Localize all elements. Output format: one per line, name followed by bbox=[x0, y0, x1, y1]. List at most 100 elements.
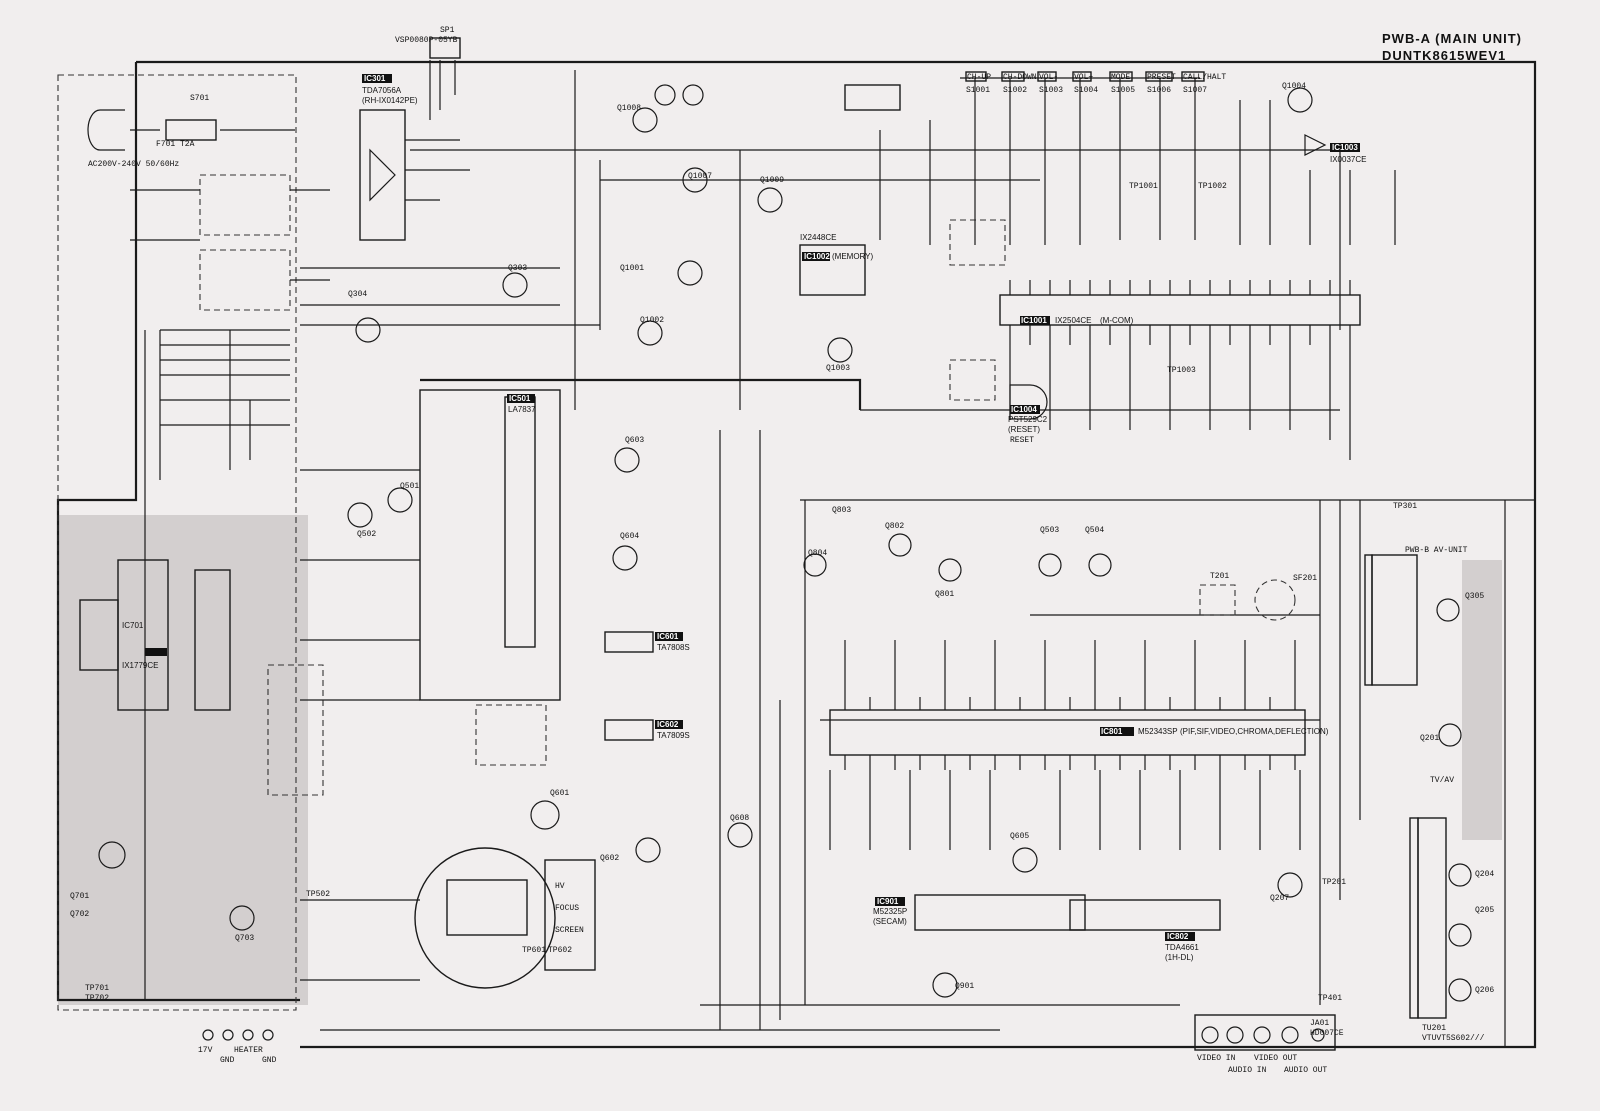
q703-symbol bbox=[229, 905, 255, 931]
tp301: TP301 bbox=[1393, 502, 1417, 511]
q1007-symbol bbox=[682, 167, 708, 193]
tuner-ref: TU201 bbox=[1422, 1024, 1446, 1033]
tuner-part: VTUVT5S602/// bbox=[1422, 1034, 1485, 1043]
ic1004-tag: IC1004 bbox=[1011, 405, 1037, 414]
crt-term-gnd: GND bbox=[220, 1056, 235, 1065]
ic1004-tag-bg bbox=[1010, 405, 1040, 414]
tuner-body bbox=[1417, 817, 1447, 1019]
ic801-top-pins bbox=[844, 697, 1296, 710]
term-heater bbox=[242, 1029, 254, 1041]
switch-ref-5: S1005 bbox=[1111, 86, 1135, 95]
sw-box-1 bbox=[965, 71, 987, 82]
jack-ref: JA01 bbox=[1310, 1019, 1329, 1028]
label-q1008: Q1008 bbox=[617, 104, 641, 113]
label-q502: Q502 bbox=[357, 530, 376, 539]
q1008-symbol bbox=[632, 107, 658, 133]
ic301-sub: (RH-IX0142PE) bbox=[362, 96, 418, 105]
label-q608: Q608 bbox=[730, 814, 749, 823]
term-audio-in: AUDIO IN bbox=[1228, 1066, 1267, 1075]
reset-label: RESET bbox=[1010, 436, 1034, 445]
power-wiring bbox=[130, 129, 330, 426]
switch-vol-plus: VOL+ bbox=[1074, 73, 1093, 82]
rmc-block bbox=[844, 84, 901, 111]
speaker-part: VSP0080P-05YB bbox=[395, 36, 458, 45]
q305-symbol bbox=[1436, 598, 1460, 622]
tp701: TP701 bbox=[85, 984, 109, 993]
q501-symbol bbox=[387, 487, 413, 513]
label-q1001: Q1001 bbox=[620, 264, 644, 273]
fbt-core bbox=[446, 879, 528, 936]
transistor-labels: Q1008 Q1007 Q1009 Q1001 Q1002 Q1003 Q100… bbox=[70, 82, 1494, 995]
q901-symbol bbox=[932, 972, 958, 998]
av-unit-pins bbox=[1364, 554, 1373, 686]
q804-symbol bbox=[803, 553, 827, 577]
sw-box-3 bbox=[1037, 71, 1057, 82]
fuse-symbol bbox=[165, 119, 217, 141]
switch-ref-3: S1003 bbox=[1039, 86, 1063, 95]
ic1001-tag: IC1001 bbox=[1021, 316, 1047, 325]
ic501-outline bbox=[419, 389, 561, 701]
ic601-tag: IC601 bbox=[657, 632, 679, 641]
ic501-body bbox=[504, 396, 536, 648]
power-block-outline bbox=[57, 74, 297, 1011]
sw-box-2 bbox=[1001, 71, 1025, 82]
board-code: DUNTK8615WEV1 bbox=[1382, 48, 1507, 63]
ic701-tag bbox=[145, 648, 167, 656]
switch-s701-label: S701 bbox=[190, 94, 209, 103]
tp601: TP601 bbox=[522, 946, 546, 955]
label-q501: Q501 bbox=[400, 482, 419, 491]
switch-ch-down: CH-DOWN bbox=[1003, 73, 1037, 82]
q605-symbol bbox=[1012, 847, 1038, 873]
ic1001-tag-bg bbox=[1020, 316, 1050, 325]
label-q702: Q702 bbox=[70, 910, 89, 919]
ic801-part: M52343SP bbox=[1138, 727, 1178, 736]
switch-ch-up: CH-UP bbox=[967, 73, 991, 82]
switch-preset: PRESET bbox=[1147, 73, 1176, 82]
ic801-upper-net bbox=[844, 640, 1296, 697]
ic501-tag: IC501 bbox=[509, 394, 531, 403]
tv-av-label: TV/AV bbox=[1430, 776, 1454, 785]
q1009-symbol bbox=[757, 187, 783, 213]
ic-labels: IC301 TDA7056A (RH-IX0142PE) IC501 LA783… bbox=[122, 74, 1366, 962]
bus-lower bbox=[300, 469, 1180, 1031]
ic701-tag: IC701 bbox=[122, 621, 144, 630]
label-q901: Q901 bbox=[955, 982, 974, 991]
power-rails bbox=[144, 330, 251, 1000]
q504-symbol bbox=[1088, 553, 1112, 577]
term-gnd2 bbox=[262, 1029, 274, 1041]
ic901-tag: IC901 bbox=[877, 897, 899, 906]
ic901-sub: (SECAM) bbox=[873, 917, 907, 926]
bus-top bbox=[300, 70, 1040, 410]
ic602-tag-bg bbox=[655, 720, 683, 729]
ic801-sub: (PIF,SIF,VIDEO,CHROMA,DEFLECTION) bbox=[1180, 727, 1329, 736]
t201-outline bbox=[1199, 584, 1236, 616]
label-q703: Q703 bbox=[235, 934, 254, 943]
tp401: TP401 bbox=[1318, 994, 1342, 1003]
label-q605: Q605 bbox=[1010, 832, 1029, 841]
ic301-tag: IC301 bbox=[364, 74, 386, 83]
ic901-part: M52325P bbox=[873, 907, 907, 916]
crt-socket bbox=[414, 847, 556, 989]
label-q1002: Q1002 bbox=[640, 316, 664, 325]
label-q602: Q602 bbox=[600, 854, 619, 863]
label-q604: Q604 bbox=[620, 532, 639, 541]
board-frame bbox=[136, 60, 1537, 1049]
ac-plug bbox=[87, 109, 125, 151]
ic301-amp-triangle bbox=[369, 148, 396, 202]
ic802-tag-bg bbox=[1165, 932, 1195, 941]
switch-call: CALL/HALT bbox=[1183, 73, 1226, 82]
label-q206: Q206 bbox=[1475, 986, 1494, 995]
q1003-symbol bbox=[827, 337, 853, 363]
ic1002-tag: IC1002 bbox=[804, 252, 830, 261]
ic901-tag-bg bbox=[875, 897, 905, 906]
jack-part: HD007CE bbox=[1310, 1029, 1344, 1038]
term-17v bbox=[202, 1029, 214, 1041]
label-q1004: Q1004 bbox=[1282, 82, 1306, 91]
switch-mode: MODE bbox=[1111, 73, 1130, 82]
label-q303: Q303 bbox=[508, 264, 527, 273]
tp502: TP502 bbox=[306, 890, 330, 899]
ic701-input-caps bbox=[79, 599, 119, 671]
label-q603: Q603 bbox=[625, 436, 644, 445]
tp1002: TP1002 bbox=[1198, 182, 1227, 191]
